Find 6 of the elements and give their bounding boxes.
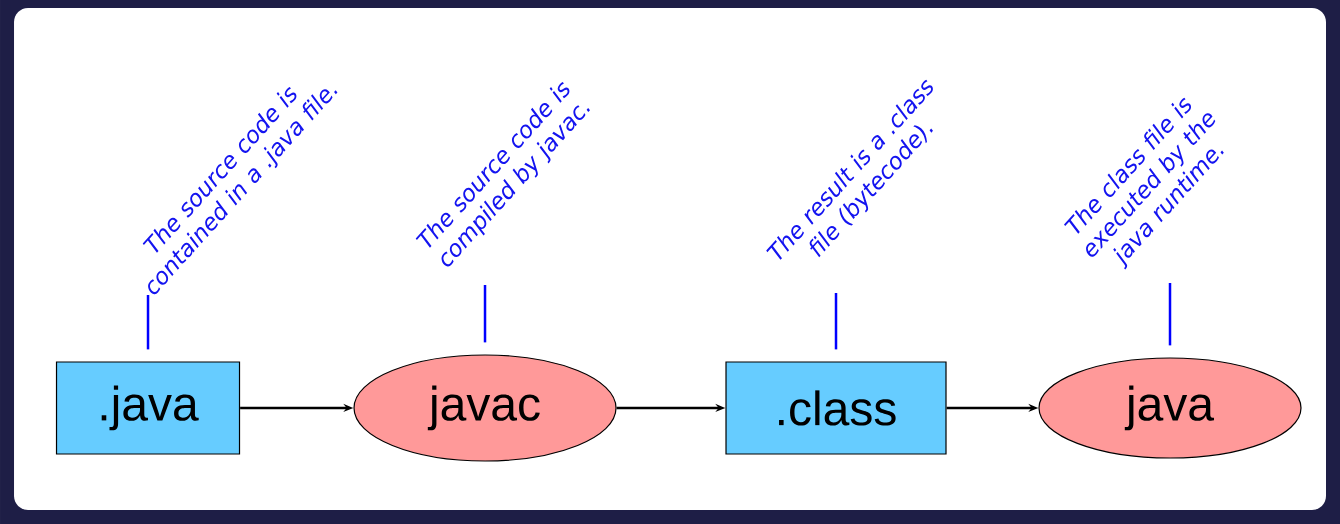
leader-line (834, 293, 838, 350)
leader-line (146, 295, 150, 350)
leader-line (1168, 283, 1172, 346)
file-box: .class (725, 361, 947, 455)
file-box: .java (55, 361, 241, 455)
leader-line (483, 285, 487, 343)
